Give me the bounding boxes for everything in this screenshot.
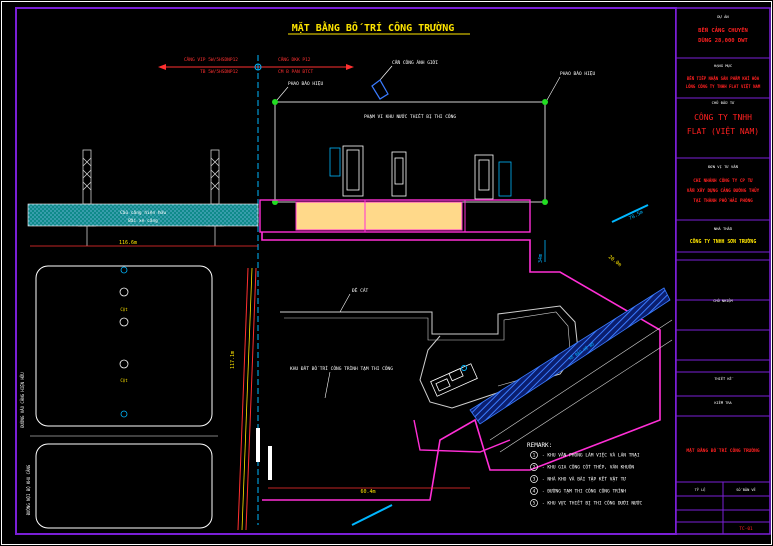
tb-consultant-label: ĐƠN VỊ TƯ VẤN [708, 164, 738, 169]
pier-label-b: Bãi xe cảng [128, 217, 158, 224]
gate-marker [268, 446, 272, 480]
dim-bottom: 60.4m [360, 489, 375, 495]
remark-number: 5 [533, 501, 536, 507]
pole-label-b: Cột [120, 378, 128, 383]
dim-arrow-right [346, 64, 354, 70]
signboard-leader [379, 65, 393, 81]
tb-sheet-name: MẶT BẰNG BỐ TRÍ CÔNG TRƯỜNG [686, 446, 759, 454]
axis-marker-top [254, 63, 262, 71]
remark-item: - KHU VỰC THIẾT BỊ THI CÔNG DƯỚI NƯỚC [542, 499, 643, 507]
buoy-label-right: PHAO BÁO HIỆU [560, 69, 596, 77]
remark-marker [530, 463, 538, 471]
remark-marker [530, 475, 538, 483]
tb-contractor-name: CÔNG TY TNHH SƠN TRƯỜNG [690, 238, 757, 245]
remark-item: - KHU GIA CÔNG CỐT THÉP, VÁN KHUÔN [542, 463, 634, 471]
tb-item-label: HẠNG MỤC [714, 63, 732, 68]
remark-number: 3 [533, 477, 536, 483]
tb-role-label: KIỂM TRA [714, 400, 732, 405]
tb-scale-label: TỶ LỆ [695, 487, 706, 492]
tb-project-label: DỰ ÁN [717, 14, 729, 19]
floating-equipment-group [329, 145, 512, 200]
dim-vert-left: 117.1m [230, 351, 236, 369]
pole-label-a: Cột [120, 307, 128, 312]
tb-sheet-no: TC-01 [739, 526, 753, 532]
dim-arrow-left [158, 64, 166, 70]
pole-markers [119, 266, 129, 418]
tb-role-label: CHỦ NHIỆM [713, 298, 733, 303]
remark-number: 2 [533, 465, 536, 471]
storage-yard-lower [35, 443, 213, 529]
remark-item: - NHÀ KHO VÀ BÃI TẬP KẾT VẬT TƯ [542, 475, 626, 483]
dim-left-a: CÂNG VIP 5W/5HSDNP12 [184, 56, 238, 63]
remark-marker [530, 499, 538, 507]
dim-center-a: CÂNG DKK P12 [278, 56, 311, 63]
site-area-label: KHU ĐẤT BỐ TRÍ CÔNG TRÌNH TẠM THI CÔNG [290, 364, 393, 372]
buoy-leader-right [546, 76, 561, 101]
de-cat-leader [339, 293, 351, 313]
sand-dike [280, 305, 579, 409]
new-berth-platform[interactable] [295, 201, 463, 231]
access-road-lines [237, 267, 257, 531]
remark-item: - ĐƯỜNG TẠM THI CÔNG CÔNG TRÌNH [542, 488, 626, 495]
tb-contractor-label: NHÀ THẦU [714, 226, 733, 231]
remark-list: 1 - KHU VĂN PHÒNG LÀM VIỆC VÀ LÁN TRẠI 2 - … [530, 451, 643, 507]
crane-tower-right [206, 149, 224, 246]
shore-line [489, 319, 673, 441]
gate-marker [256, 428, 260, 462]
title-block-bands [675, 259, 771, 361]
access-road-edge [241, 267, 253, 531]
water-zone-label: PHẠM VI KHU NƯỚC THIẾT BỊ THI CÔNG [364, 112, 456, 120]
tb-sheet-no-label: SỐ BẢN VẼ [736, 487, 755, 492]
remark-item: - KHU VĂN PHÒNG LÀM VIỆC VÀ LÁN TRẠI [542, 451, 640, 459]
dim-left-b: TB 5W/5HSDNP12 [200, 69, 238, 75]
road-left-label: ĐƯỜNG VÀO CẢNG HIỆN HỮU [20, 372, 25, 428]
berth-section [364, 199, 466, 233]
road-left-label-b: ĐƯỜNG NỘI BỘ KHU CẢNG [26, 464, 31, 515]
shore-line [499, 339, 673, 453]
buoy-label-left: PHAO BÁO HIỆU [288, 79, 324, 87]
signboard-icon [371, 79, 389, 100]
dim-tick-bottom [351, 504, 393, 526]
remark-number: 4 [533, 489, 536, 495]
dim-mid-right: 34m [538, 254, 544, 263]
signboard-label: CẦN CÔNG ÁNH GIỚI [392, 59, 438, 66]
buoy-leader-left [276, 86, 289, 101]
shore-revetment [469, 287, 671, 425]
tb-role-label: THIẾT KẾ [714, 376, 733, 381]
remark-number: 1 [533, 453, 536, 459]
dim-top-left: 116.6m [119, 240, 137, 246]
remark-title: REMARK: [527, 442, 552, 449]
site-boundary-magenta [261, 232, 661, 501]
remark-marker [530, 487, 538, 495]
site-area-leader [324, 371, 331, 399]
de-cat-label: ĐÊ CÁT [352, 286, 369, 294]
buoy-node[interactable] [542, 99, 548, 105]
drawing-title: MẶT BẰNG BỐ TRÍ CÔNG TRƯỜNG [292, 20, 455, 34]
existing-pier [27, 203, 259, 227]
office-marker [461, 365, 467, 371]
dim-center-b: CM B PAN BTCT [278, 69, 314, 75]
title-block-dividers [676, 57, 770, 534]
site-office-block[interactable] [430, 363, 478, 397]
dim-tick-diag [611, 204, 649, 223]
crane-tower-left [78, 149, 96, 246]
title-block [675, 7, 771, 535]
pier-label-a: Cầu cảng hiện hữu [120, 209, 166, 216]
storage-yard-upper [35, 265, 213, 427]
buoy-node[interactable] [542, 199, 548, 205]
buoy-node[interactable] [272, 99, 278, 105]
remark-marker [530, 451, 538, 459]
temporary-road [413, 419, 511, 453]
dim-vert-right: 20.0m [607, 254, 623, 268]
tb-owner-label: CHỦ ĐẦU TƯ [712, 100, 736, 105]
